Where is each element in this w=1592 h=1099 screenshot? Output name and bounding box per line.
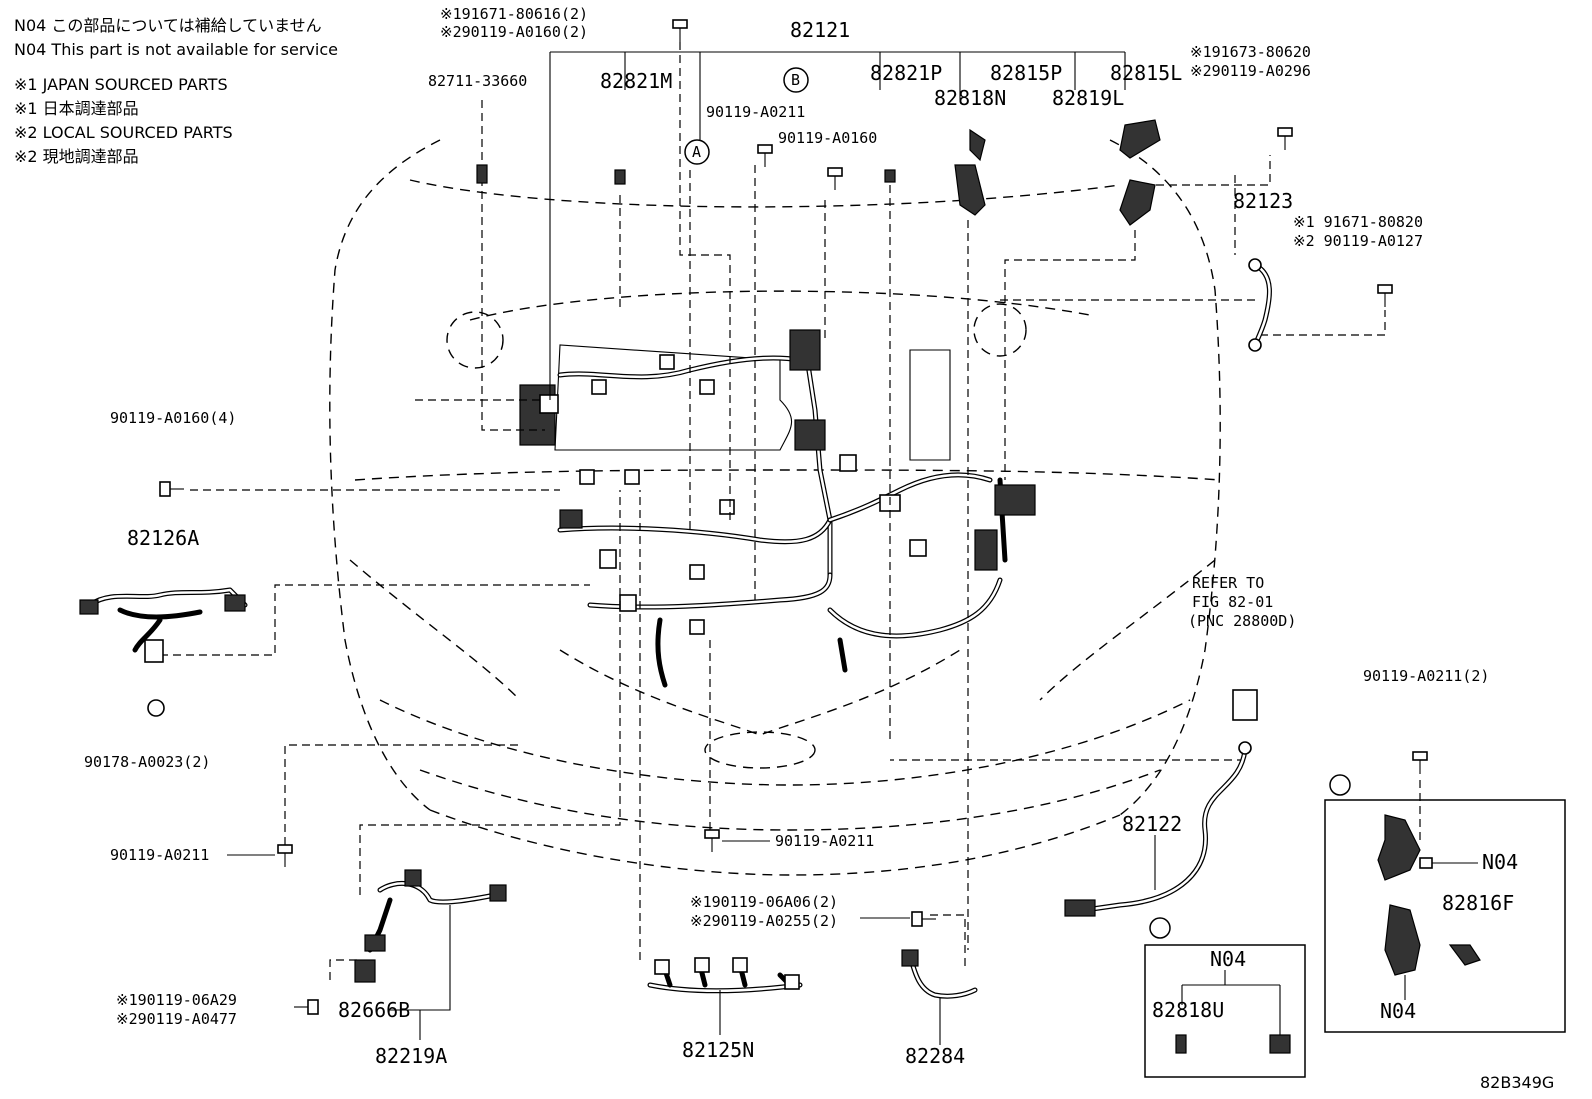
bolt-icon [827,167,843,190]
callout-box-b [1144,917,1306,1078]
vehicle-outline [329,139,1221,876]
bolt-icon [1412,751,1428,774]
clip-82711-icon [476,164,488,184]
fasteners [147,19,1428,1015]
label-fig-82-01: FIG 82-01 [1192,593,1273,611]
label-82123: 82123 [1233,189,1293,213]
label-90119-a0211-top: 90119-A0211 [706,103,805,121]
label-91671-80820: ※1 91671-80820 [1293,213,1423,231]
label-figure-code: 82B349G [1480,1073,1554,1092]
main-engine-harness [519,329,1036,688]
part-82122-strap [1064,689,1258,917]
label-90119-a0127: ※2 90119-A0127 [1293,232,1423,250]
label-82815p: 82815P [990,61,1062,85]
part-82123-strap [1248,258,1272,352]
label-190119-06a29: ※190119-06A29 [116,991,237,1009]
clip-82821m-icon [614,169,626,185]
label-n04-a1: N04 [1482,850,1518,874]
label-pnc-28800d: (PNC 28800D) [1188,612,1296,630]
note-n04-jp: N04 この部品については補給していません [14,16,322,35]
label-90178-a0023: 90178-A0023(2) [84,753,210,771]
label-circle-b: B [791,71,800,89]
label-190119-06a06: ※190119-06A06(2) [690,893,838,911]
label-n04-b: N04 [1210,947,1246,971]
bracket-82815l-icon [1119,119,1161,159]
note-local-sourced-jp: ※2 現地調達部品 [14,147,139,166]
note-local-sourced-en: ※2 LOCAL SOURCED PARTS [14,123,233,142]
bolt-icon [159,481,184,497]
bolt-icon [757,144,773,167]
label-82818n: 82818N [934,86,1006,110]
clip-82821p-icon [884,169,896,183]
leader-lines [160,42,1421,980]
bolt-icon [277,844,293,867]
label-82821p: 82821P [870,61,942,85]
label-82125n: 82125N [682,1038,754,1062]
label-191671-80616: ※191671-80616(2) [440,5,588,23]
label-82816f: 82816F [1442,891,1514,915]
label-refer-to: REFER TO [1192,574,1264,592]
bolt-icon [911,911,936,927]
label-90119-a0160-4: 90119-A0160(4) [110,409,236,427]
bracket-82815p-icon [969,128,986,162]
part-82125n-harness [647,957,803,1035]
label-82284: 82284 [905,1044,965,1068]
bolt-icon [672,19,688,42]
circle-b-marker [783,67,809,93]
part-82126a-harness [79,587,248,663]
label-82821m: 82821M [600,69,672,93]
label-82121: 82121 [790,18,850,42]
callout-box-a [1324,774,1566,1033]
label-82815l: 82815L [1110,61,1182,85]
label-n04-a2: N04 [1380,999,1416,1023]
label-90119-a0211-left: 90119-A0211 [110,846,209,864]
bolt-icon [294,999,319,1015]
label-82126a: 82126A [127,526,199,550]
label-90119-a0160-top: 90119-A0160 [778,129,877,147]
bracket-82818n-icon [954,164,986,216]
bolt-icon [1277,127,1293,150]
label-circle-a: A [692,143,701,161]
label-191673-80620: ※191673-80620 [1190,43,1311,61]
label-290119-a0296: ※290119-A0296 [1190,62,1311,80]
part-labels: ※191671-80616(2) ※290119-A0160(2) 82121 … [84,5,1554,1092]
clip-icon [147,699,165,717]
label-82819l: 82819L [1052,86,1124,110]
label-290119-a0477: ※290119-A0477 [116,1010,237,1028]
label-82711-33660: 82711-33660 [428,72,527,90]
label-82122: 82122 [1122,812,1182,836]
bracket-82819l-icon [1119,179,1156,226]
notes-block: N04 この部品については補給していません N04 This part is n… [14,16,338,166]
note-japan-sourced-en: ※1 JAPAN SOURCED PARTS [14,75,228,94]
label-290119-a0160: ※290119-A0160(2) [440,23,588,41]
label-82818u: 82818U [1152,998,1224,1022]
bolt-icon [1377,284,1393,307]
label-90119-a0211-center: 90119-A0211 [775,832,874,850]
note-n04-en: N04 This part is not available for servi… [14,40,338,59]
label-82219a: 82219A [375,1044,447,1068]
note-japan-sourced-jp: ※1 日本調達部品 [14,99,139,118]
circle-a-marker [684,139,710,165]
label-82666b: 82666B [338,998,410,1022]
bolt-icon [704,829,720,852]
part-82219a-harness [354,869,507,1040]
part-82284-harness [901,949,978,1045]
label-290119-a0255: ※290119-A0255(2) [690,912,838,930]
label-90119-a0211-2: 90119-A0211(2) [1363,667,1489,685]
